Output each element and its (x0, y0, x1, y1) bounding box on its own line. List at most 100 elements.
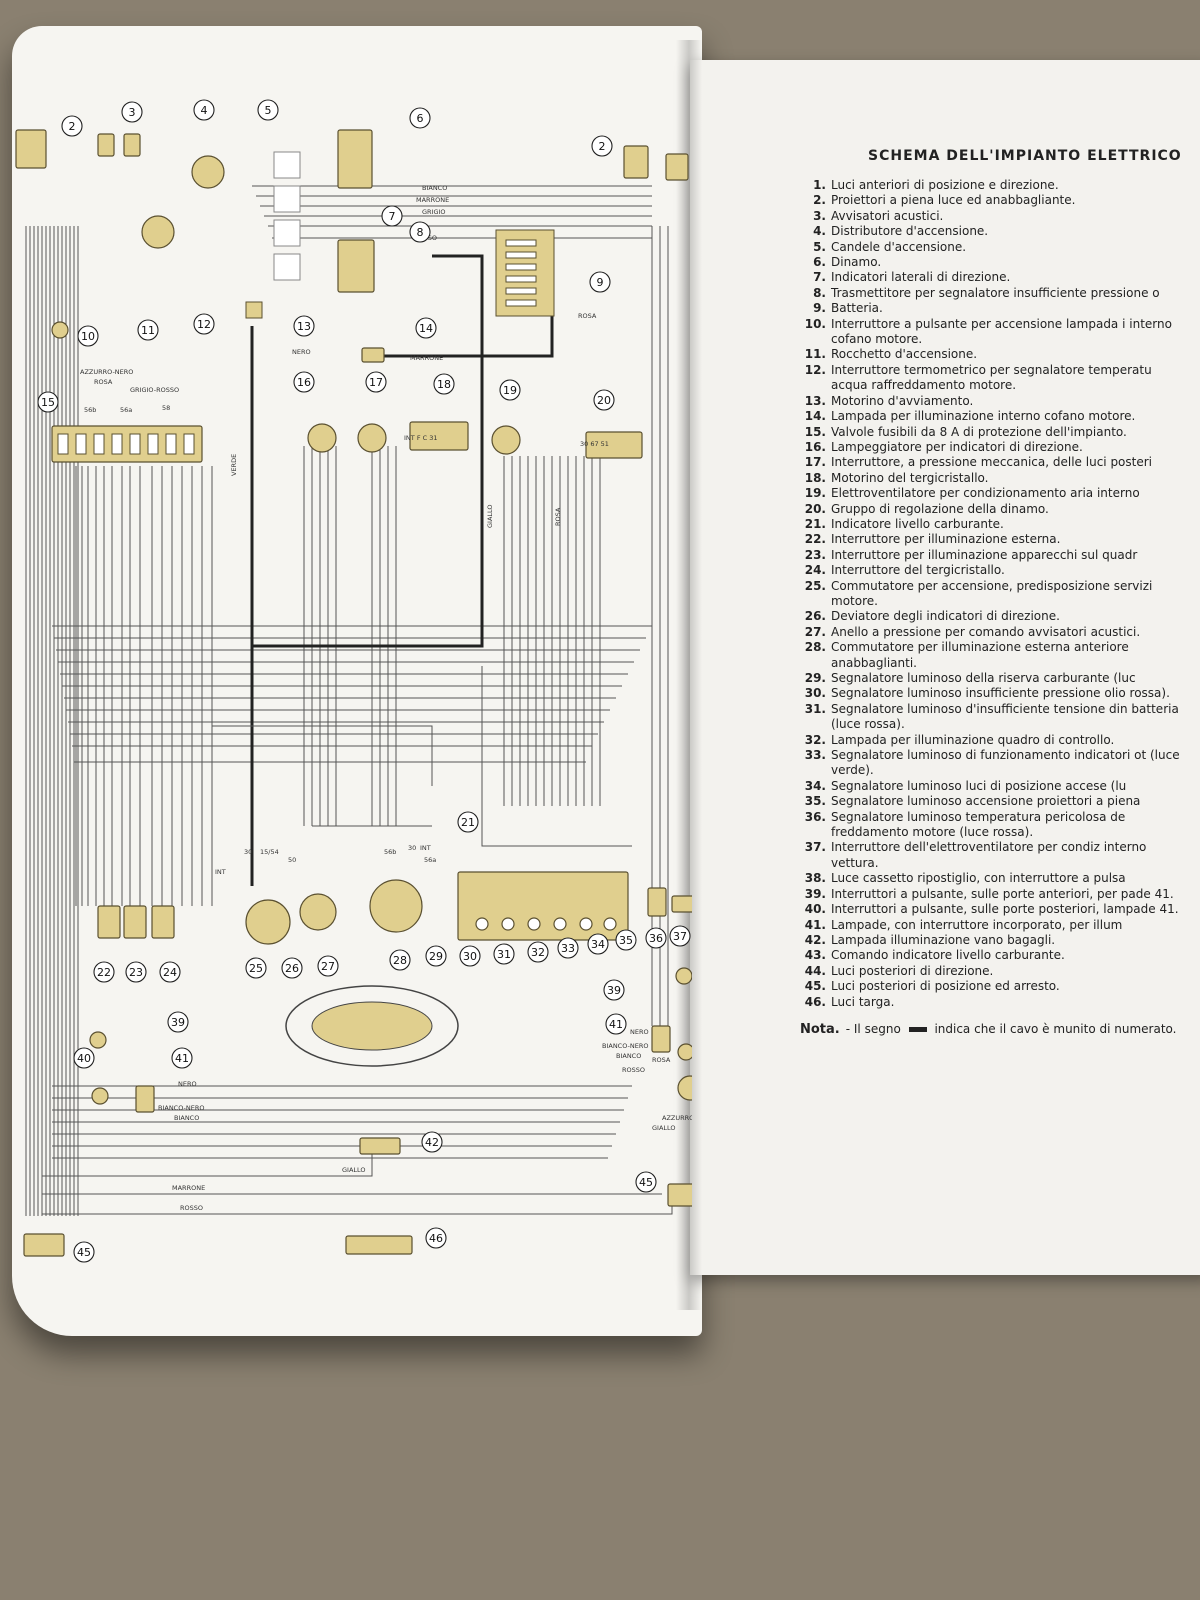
wire-label: 56b (384, 848, 396, 856)
legend-item-text: Valvole fusibili da 8 A di protezione de… (831, 424, 1127, 439)
wire-label: BIANCO-NERO (602, 1042, 648, 1050)
wire-label: AZZURRO-NERO (80, 368, 133, 376)
legend-item-number: 32. (804, 732, 826, 747)
callout-number: 5 (265, 104, 272, 117)
callout-number: 27 (321, 960, 335, 973)
battery-cell (505, 251, 537, 259)
legend-item: 10.Interruttore a pulsante per accension… (800, 317, 1200, 348)
callout-ring (499, 379, 521, 401)
battery-cell (505, 239, 537, 247)
callout-ring (159, 961, 181, 983)
callout-number: 46 (429, 1232, 443, 1245)
wire-label: VERDE (230, 454, 238, 476)
warning-lamp (475, 917, 489, 931)
legend-item-text: Deviatore degli indicatori di direzione. (831, 609, 1060, 624)
legend-item-number: 12. (804, 362, 826, 377)
legend-item-number: 34. (804, 778, 826, 793)
callout-28: 28 (389, 949, 411, 971)
legend-item-text: Indicatori laterali di direzione. (831, 270, 1011, 285)
callout-number: 33 (561, 942, 575, 955)
callout-31: 31 (493, 943, 515, 965)
legend-item: 23.Interruttore per illuminazione appare… (800, 548, 1200, 563)
callout-5: 5 (257, 99, 279, 121)
callout-number: 25 (249, 962, 263, 975)
legend-item-number: 44. (804, 963, 826, 978)
warning-lamp (579, 917, 593, 931)
legend-item: 31.Segnalatore luminoso d'insufficiente … (800, 702, 1200, 733)
legend-item-number: 46. (804, 994, 826, 1009)
legend-item-text: Segnalatore luminoso accensione proietto… (831, 794, 1141, 809)
callout-ring (193, 99, 215, 121)
legend-item-text: Comando indicatore livello carburante. (831, 948, 1065, 963)
legend-item: 37.Interruttore dell'elettroventilatore … (800, 840, 1200, 871)
wire-label: 58 (162, 404, 170, 412)
callout-8: 8 (409, 221, 431, 243)
wire (481, 666, 632, 847)
legend-item-text: Elettroventilatore per condizionamento a… (831, 486, 1140, 501)
callout-ring (645, 927, 667, 949)
horn-left (97, 133, 115, 157)
legend-item-number: 18. (804, 470, 826, 485)
legend-item: 5.Candele d'accensione. (800, 240, 1200, 255)
callout-number: 32 (531, 946, 545, 959)
callout-number: 31 (497, 948, 511, 961)
legend-item: 8.Trasmettitore per segnalatore insuffic… (800, 286, 1200, 301)
boot-lamp (359, 1137, 401, 1155)
distributor (191, 155, 225, 189)
legend-item-number: 29. (804, 671, 826, 685)
callout-19: 19 (499, 379, 521, 401)
legend-item-text: Interruttore per illuminazione apparecch… (831, 547, 1138, 562)
callout-number: 18 (437, 378, 451, 391)
fuse (147, 433, 159, 455)
legend-item-text: Luci anteriori di posizione e direzione. (831, 178, 1059, 192)
fan-motor (491, 425, 521, 455)
callout-ring (365, 371, 387, 393)
fuse (75, 433, 87, 455)
legend-item: 15.Valvole fusibili da 8 A di protezione… (800, 425, 1200, 440)
legend-item-number: 26. (804, 609, 826, 624)
legend-item-number: 10. (804, 316, 826, 331)
wire (42, 1145, 432, 1177)
door-switch-right (675, 967, 692, 985)
note-label: Nota. (800, 1021, 840, 1037)
indicator-stalk (299, 893, 337, 931)
callout-ring (587, 933, 609, 955)
legend-item-number: 7. (813, 270, 826, 285)
callout-number: 13 (297, 320, 311, 333)
callout-ring (61, 115, 83, 137)
legend-item-number: 40. (804, 902, 826, 917)
callout-number: 24 (163, 966, 177, 979)
legend-item-text: Batteria. (831, 301, 883, 316)
callout-2: 2 (61, 115, 83, 137)
legend-item-text: Motorino del tergicristallo. (831, 470, 989, 485)
callout-ring (257, 99, 279, 121)
callout-ring (605, 1013, 627, 1035)
legend-item: 38.Luce cassetto ripostiglio, con interr… (800, 871, 1200, 886)
legend-item-number: 2. (813, 193, 826, 208)
wire-label: INT (215, 868, 226, 876)
legend-item: 11.Rocchetto d'accensione. (800, 347, 1200, 362)
door-switch-rear-right (677, 1043, 692, 1061)
legend-item-number: 38. (804, 871, 826, 886)
legend-item-number: 11. (804, 347, 826, 362)
callout-21: 21 (457, 811, 479, 833)
legend-item: 27.Anello a pressione per comando avvisa… (800, 625, 1200, 640)
legend-item: 14.Lampada per illuminazione interno cof… (800, 409, 1200, 424)
wire-label: NERO (630, 1028, 649, 1036)
callout-ring (493, 943, 515, 965)
component-group (15, 129, 692, 1257)
legend-item: 6.Dinamo. (800, 255, 1200, 270)
callout-number: 45 (639, 1176, 653, 1189)
callout-number: 45 (77, 1246, 91, 1259)
callout-16: 16 (293, 371, 315, 393)
legend-item: 25.Commutatore per accensione, predispos… (800, 579, 1200, 610)
callout-number: 21 (461, 816, 475, 829)
legend-item: 32.Lampada per illuminazione quadro di c… (800, 733, 1200, 748)
legend-item-text: Segnalatore luminoso della riserva carbu… (831, 671, 1136, 685)
callout-number: 41 (609, 1018, 623, 1031)
legend-item: 30.Segnalatore luminoso insufficiente pr… (800, 686, 1200, 701)
ignition-switch (245, 899, 291, 945)
wire-label: ROSA (554, 507, 562, 526)
callout-ring (591, 135, 613, 157)
legend-item-text: Lampade, con interruttore incorporato, p… (831, 917, 1123, 932)
